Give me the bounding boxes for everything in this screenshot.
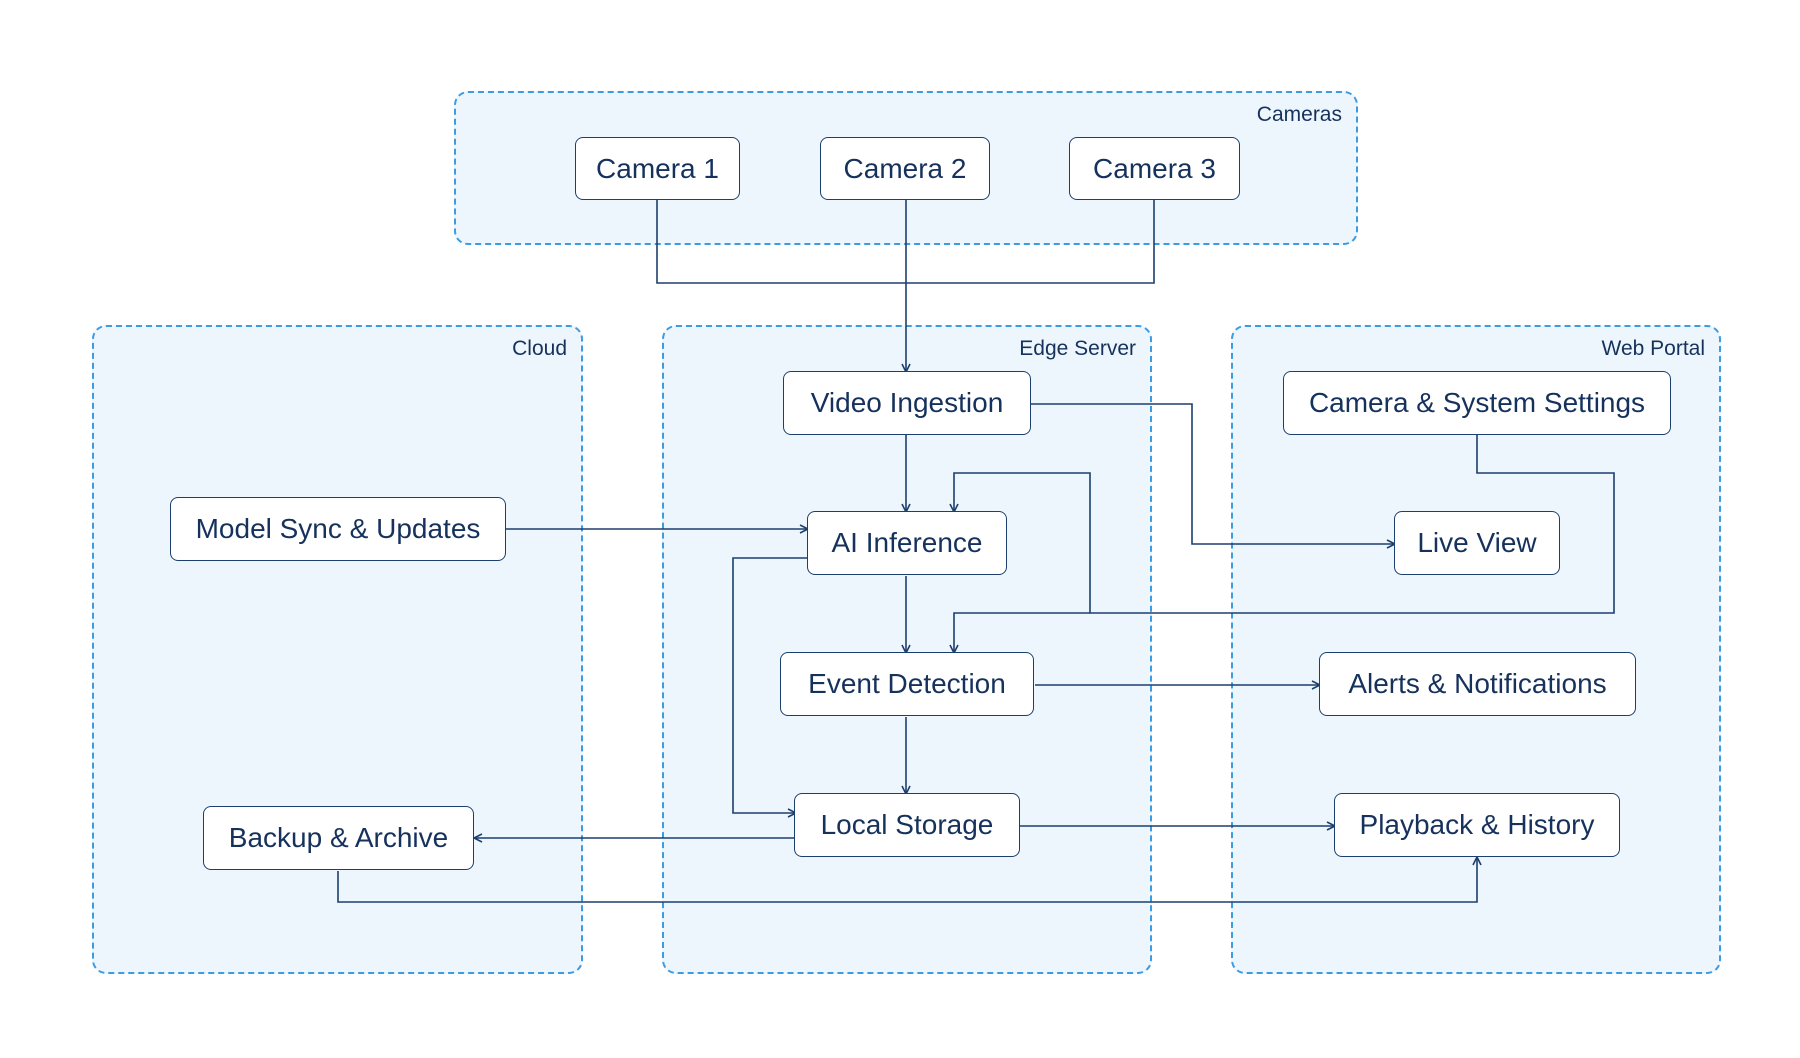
edge-ai-inference-to-local-storage bbox=[732, 557, 808, 813]
cameras-group-label: Cameras bbox=[1256, 103, 1342, 126]
camera-2-node[interactable]: Camera 2 bbox=[820, 137, 990, 200]
camera-3-node[interactable]: Camera 3 bbox=[1069, 137, 1240, 200]
camera-system-settings-node[interactable]: Camera & System Settings bbox=[1283, 371, 1671, 435]
edge-backup-to-playback bbox=[337, 857, 1477, 903]
event-detection-node[interactable]: Event Detection bbox=[780, 652, 1034, 716]
edge-camera3-to-video-ingestion bbox=[906, 200, 1155, 284]
camera-1-node[interactable]: Camera 1 bbox=[575, 137, 740, 200]
edge-server-group-label: Edge Server bbox=[1019, 337, 1136, 360]
local-storage-node[interactable]: Local Storage bbox=[794, 793, 1020, 857]
playback-history-node[interactable]: Playback & History bbox=[1334, 793, 1620, 857]
web-portal-group-label: Web Portal bbox=[1601, 337, 1706, 360]
live-view-node[interactable]: Live View bbox=[1394, 511, 1560, 575]
model-sync-updates-node[interactable]: Model Sync & Updates bbox=[170, 497, 506, 561]
ai-inference-node[interactable]: AI Inference bbox=[807, 511, 1007, 575]
edge-camera1-to-video-ingestion bbox=[656, 200, 906, 284]
backup-archive-node[interactable]: Backup & Archive bbox=[203, 806, 474, 870]
edge-settings-to-event-detection bbox=[954, 612, 1090, 653]
video-ingestion-node[interactable]: Video Ingestion bbox=[783, 371, 1031, 435]
edge-video-ingestion-to-live-view bbox=[1031, 403, 1395, 544]
cloud-group-label: Cloud bbox=[512, 337, 567, 360]
edge-settings-to-ai-inference bbox=[954, 435, 1615, 614]
alerts-notifications-node[interactable]: Alerts & Notifications bbox=[1319, 652, 1636, 716]
